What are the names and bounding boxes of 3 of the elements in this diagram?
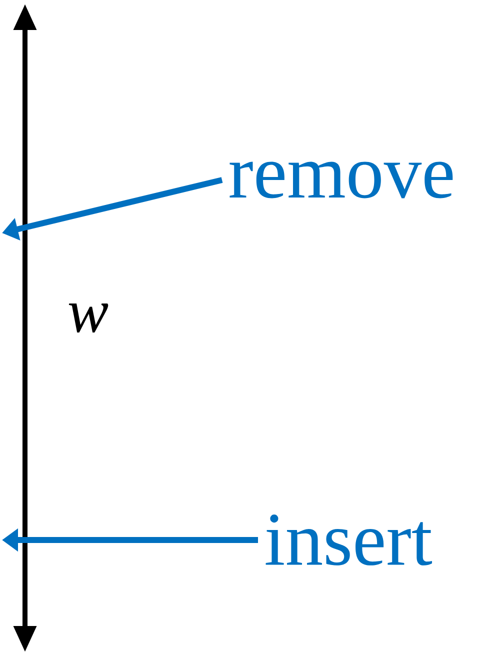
text-label: remove <box>230 162 453 198</box>
variable-label: w <box>68 304 108 332</box>
text-label: insert <box>266 514 432 566</box>
